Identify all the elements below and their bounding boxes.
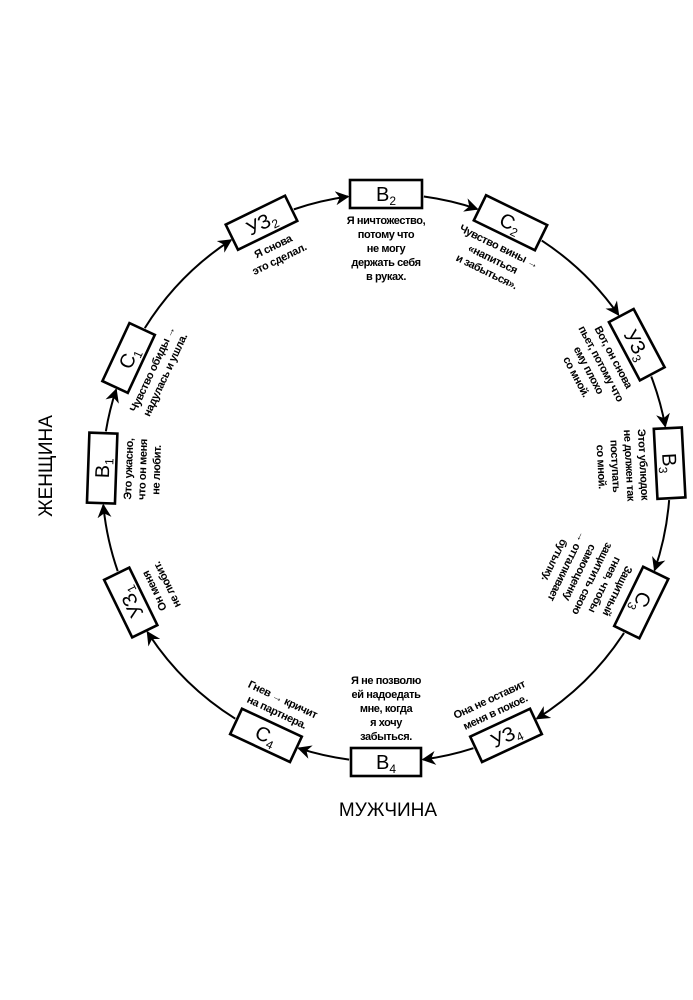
node-label: В2: [376, 184, 396, 208]
cycle-arrow: [143, 239, 233, 329]
node-box: [223, 193, 300, 252]
node-label: С4: [250, 722, 280, 753]
cycle-node: В4 Я не позволю ей надоедать мне, когда я хо…: [349, 675, 423, 778]
node-note-line: держать себя: [351, 257, 420, 269]
node-note-line: со мной.: [594, 444, 608, 489]
cycle-arrow: [423, 195, 479, 212]
cycle-arrow: [650, 376, 670, 428]
node-note-line: мне, когда: [360, 703, 414, 715]
cycle-arrow: [146, 630, 236, 720]
cycle-arrow: [97, 503, 119, 572]
node-subscript: 2: [389, 194, 396, 208]
node-box: [349, 746, 423, 778]
node-label: В1: [92, 457, 117, 478]
node-box: [607, 307, 667, 383]
cycle-arrow: [652, 500, 671, 572]
node-note-line: в руках.: [366, 271, 406, 283]
cycle-arrow: [297, 745, 350, 761]
node-letter: В: [657, 453, 680, 467]
node-box: [100, 321, 157, 395]
cycle-arrow: [421, 747, 474, 765]
node-note-line: забыться.: [360, 731, 412, 743]
node-note-line: Я ничтожество,: [347, 215, 426, 227]
node-note-line: Я не позволю: [351, 675, 421, 687]
cycle-arrow: [535, 632, 625, 720]
cycle-arrow: [293, 191, 350, 211]
node-label: В4: [376, 752, 396, 776]
node-subscript: 4: [389, 762, 396, 776]
node-note-line: не должен так: [621, 429, 637, 502]
node-note-line: потому что: [358, 229, 415, 241]
node-subscript: 3: [656, 466, 670, 474]
node-box: [612, 564, 671, 641]
node-note-line: я хочу: [370, 717, 403, 729]
node-box: [102, 565, 160, 640]
node-label: С3: [624, 587, 655, 617]
node-box: [348, 178, 424, 210]
cycle-arrow: [104, 388, 119, 432]
node-note-line: Этот ублюдок: [635, 429, 651, 502]
node-note-line: ей надоедать: [352, 689, 422, 701]
cycle-arrows: [97, 191, 671, 765]
node-letter: В: [376, 752, 389, 774]
node-note-line: не любит.: [150, 445, 164, 495]
node-subscript: 1: [102, 458, 116, 465]
cycle-node: В2 Я ничтожество, потому что не могу держать…: [347, 178, 426, 283]
node-note-line: Это ужасно,: [122, 438, 136, 500]
node-box: [228, 707, 304, 764]
node-label: В3: [655, 453, 680, 475]
node-box: [472, 193, 549, 252]
node-letter: В: [376, 184, 389, 206]
cycle-arrow: [541, 239, 620, 317]
node-letter: В: [92, 464, 114, 478]
node-note-line: поступать: [607, 440, 622, 494]
man-label: МУЖЧИНА: [339, 800, 437, 821]
node-note-line: не могу: [367, 243, 407, 255]
node-box: [652, 426, 687, 501]
woman-label: ЖЕНЩИНА: [36, 415, 57, 517]
node-box: [468, 707, 544, 764]
node-box: [85, 431, 119, 505]
node-note-line: что он меня: [136, 439, 150, 500]
